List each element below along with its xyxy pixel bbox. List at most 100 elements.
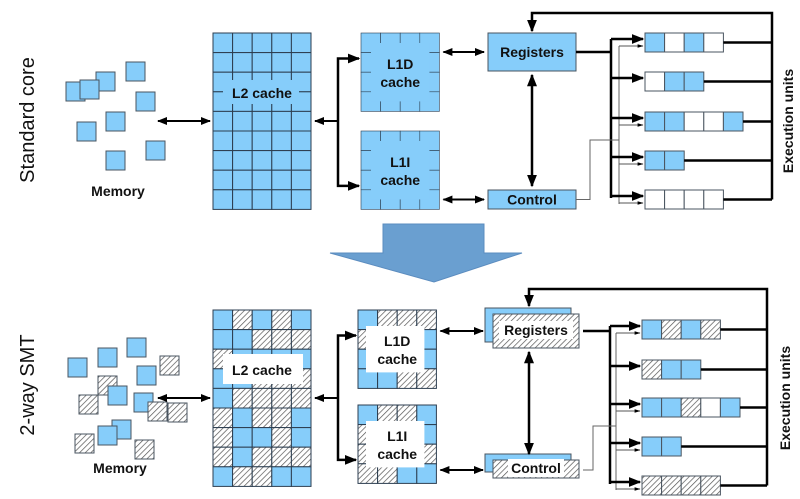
exec-unit-cell xyxy=(680,397,702,418)
registers-label: Registers xyxy=(504,322,568,338)
exec-unit-cell xyxy=(719,397,741,418)
exec-unit-cell xyxy=(661,397,682,418)
memory-block xyxy=(74,433,95,454)
l2-cell xyxy=(232,32,253,54)
exec-unit-cell xyxy=(680,359,702,380)
l2-l1i-arrow xyxy=(336,398,358,465)
memory-label: Memory xyxy=(93,460,147,476)
l2-cell xyxy=(212,189,234,210)
l2-l1i-arrow xyxy=(336,121,361,191)
l2-cell xyxy=(212,150,234,171)
exec-unit-cell xyxy=(661,319,682,340)
exec-unit-cell xyxy=(664,32,685,53)
l2-cell xyxy=(271,446,292,468)
l2-cell xyxy=(212,110,234,132)
l2-cell xyxy=(232,130,253,152)
exec-unit-cell xyxy=(664,189,685,210)
l2-cell xyxy=(212,169,234,191)
l2-cell xyxy=(290,32,312,54)
exec-unit-cell xyxy=(683,32,705,53)
l2-cell xyxy=(290,52,312,73)
l2-label-bg xyxy=(223,354,303,384)
control-label-bg xyxy=(508,459,564,477)
l2-cell xyxy=(271,32,292,54)
memory-block xyxy=(76,121,97,142)
l1i-cache-label-line1: L1I xyxy=(390,154,410,170)
l2-cell xyxy=(290,110,312,132)
l2-cell xyxy=(232,150,253,171)
l2-cell xyxy=(251,52,273,73)
exec-unit-cell xyxy=(641,397,663,418)
panel-side-label: Standard core xyxy=(17,57,39,183)
exec-unit-cell xyxy=(700,397,721,418)
l1d-cache-label-bg xyxy=(366,326,425,373)
registers-label-bg xyxy=(499,321,573,339)
memory-block xyxy=(107,385,128,406)
exec-unit-cell xyxy=(664,71,685,92)
exec-unit-cell xyxy=(661,359,682,380)
memory-block xyxy=(78,394,99,415)
l2-cell xyxy=(251,387,273,409)
exec-unit-cell xyxy=(661,436,682,457)
execution-units-label: Execution units xyxy=(777,346,793,450)
transition-arrow xyxy=(329,223,523,283)
l2-cell xyxy=(212,329,234,350)
l1i-cache-label-bg xyxy=(366,421,425,468)
l2-cell xyxy=(271,387,292,409)
l2-cell xyxy=(271,466,292,487)
exec-unit-cell xyxy=(700,319,721,340)
l2-cell xyxy=(290,446,312,468)
l2-cell xyxy=(212,407,234,429)
feedback-bus xyxy=(524,287,769,486)
l2-cell xyxy=(290,169,312,191)
l2-cell xyxy=(290,309,312,331)
l2-cell xyxy=(251,309,273,331)
l2-cache-label: L2 cache xyxy=(232,362,292,378)
exec-unit-cell xyxy=(683,71,705,92)
l2-cell xyxy=(232,446,253,468)
l2-cell xyxy=(212,427,234,448)
l1i-cache-label-bg xyxy=(371,141,430,200)
l2-cell xyxy=(232,466,253,487)
l2-cell xyxy=(251,110,273,132)
l2-cell xyxy=(271,309,292,331)
memory-block xyxy=(105,111,126,132)
memory-block xyxy=(167,402,188,423)
l2-cell xyxy=(251,407,273,429)
l2-cell xyxy=(232,52,253,73)
l2-cell xyxy=(212,32,234,54)
l2-cell xyxy=(290,466,312,487)
l1d-cache-label-line1: L1D xyxy=(384,333,410,349)
exec-unit-cell xyxy=(664,150,685,171)
l1i-cache-label-line2: cache xyxy=(380,172,420,188)
memory-block xyxy=(145,140,166,161)
l2-cell xyxy=(232,309,253,331)
l2-cell xyxy=(212,52,234,73)
l2-cell xyxy=(290,427,312,448)
panel-side-label: 2-way SMT xyxy=(17,334,39,435)
l2-cell xyxy=(271,427,292,448)
l2-cell xyxy=(271,52,292,73)
exec-unit-cell xyxy=(703,111,724,132)
l1i-cache-cell xyxy=(416,463,437,484)
exec-unit-cell xyxy=(641,436,663,457)
memory-block xyxy=(97,425,118,446)
control-line xyxy=(583,425,616,471)
l2-cell xyxy=(212,309,234,331)
l2-cell xyxy=(232,189,253,210)
memory-block xyxy=(105,150,126,171)
l2-cell xyxy=(271,110,292,132)
control-label: Control xyxy=(511,460,561,476)
exec-unit-cell xyxy=(644,71,666,92)
exec-unit-cell xyxy=(641,475,663,496)
l1d-cache-label-line1: L1D xyxy=(387,56,413,72)
l1d-cache-label-line2: cache xyxy=(380,74,420,90)
l2-cell xyxy=(290,150,312,171)
feedback-bus xyxy=(527,11,774,200)
l1d-cache-label-bg xyxy=(371,43,430,102)
l1i-cache-label-line2: cache xyxy=(377,446,417,462)
memory-block xyxy=(134,439,155,460)
exec-unit-cell xyxy=(644,111,666,132)
